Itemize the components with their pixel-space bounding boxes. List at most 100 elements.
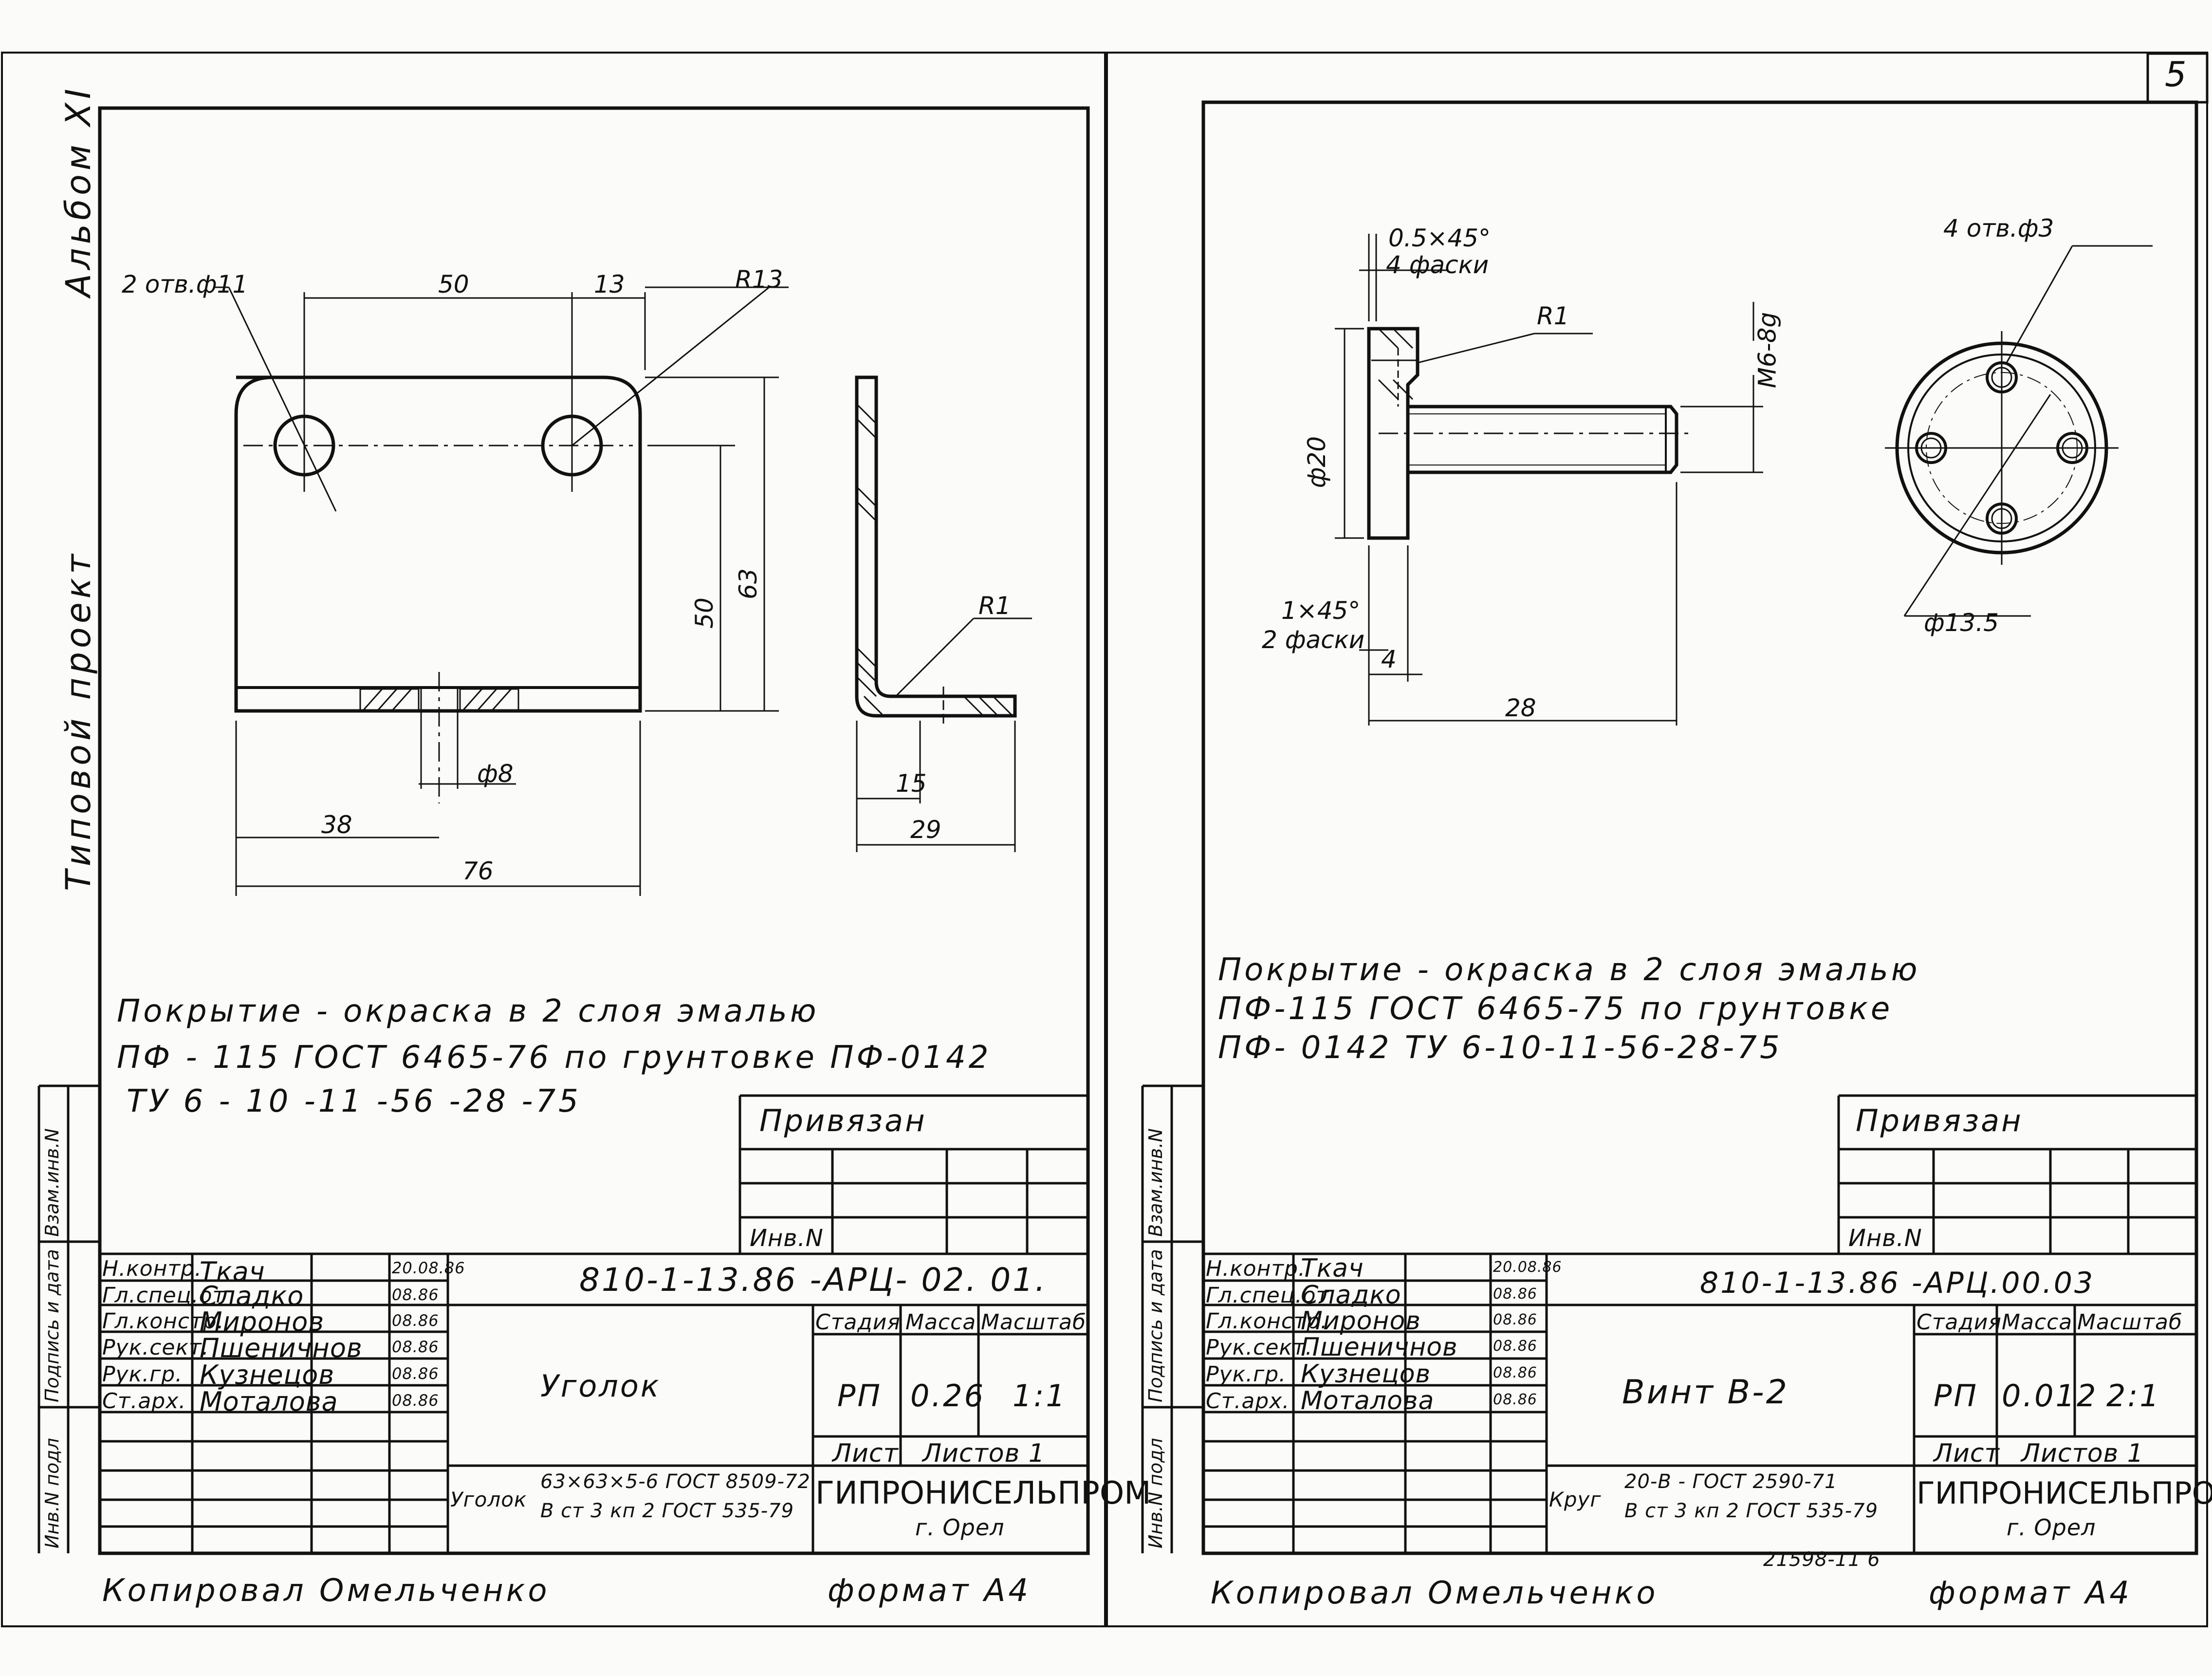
staff-date-2-right: 08.86 — [1493, 1311, 1537, 1328]
staff-name-1-right: Сладко — [1301, 1281, 1401, 1310]
list-label-right: Лист — [1934, 1439, 2000, 1468]
staff-date-5: 08.86 — [392, 1391, 439, 1410]
material-prefix-right: Круг — [1549, 1488, 1602, 1511]
album-label: Альбом XI — [58, 85, 98, 297]
inv-n-label: Инв.N — [750, 1225, 824, 1252]
staff-role-3-right: Рук.сект. — [1206, 1335, 1313, 1360]
dim-13: 13 — [594, 270, 625, 298]
col-stadia: Стадия — [815, 1310, 901, 1335]
left-drawing-sheet: Альбом XI Типовой проект Инв.N подл Подп… — [1, 52, 1151, 1627]
right-sheet-lines — [1106, 52, 2209, 1627]
document-code: 810-1-13.86 -АРЦ- 02. 01. — [579, 1261, 1048, 1299]
vzam-label-right: Взам.инв.N — [1145, 1128, 1166, 1237]
dim-chamfer-top: 0.5×45° — [1388, 224, 1491, 252]
staff-name-5-right: Моталова — [1301, 1386, 1435, 1415]
city-right: г. Орел — [2007, 1514, 2096, 1541]
dim-phi8: ф8 — [477, 760, 514, 788]
massa-value-right: 0.012 — [2002, 1378, 2098, 1414]
staff-role-0: Н.контр. — [102, 1256, 202, 1281]
right-drawing-sheet: 5 Инв.N подл Подпись и дата Взам.инв.N 0… — [1106, 0, 2212, 1676]
staff-role-0-right: Н.контр. — [1206, 1256, 1306, 1281]
coating-note-line-2: ПФ - 115 ГОСТ 6465-76 по грунтовке ПФ-01… — [117, 1040, 992, 1076]
coating-note-line-1: Покрытие - окраска в 2 слоя эмалью — [117, 993, 819, 1029]
staff-name-5: Моталова — [200, 1386, 338, 1417]
dim-4: 4 — [1381, 645, 1397, 673]
dim-50-vert: 50 — [690, 597, 719, 629]
staff-role-3: Рук.сект. — [102, 1335, 209, 1360]
staff-name-3: Пшеничнов — [200, 1333, 363, 1363]
dim-38: 38 — [321, 811, 352, 839]
listov-label: Листов 1 — [922, 1439, 1045, 1468]
vzam-label: Взам.инв.N — [41, 1128, 63, 1237]
staff-name-3-right: Пшеничнов — [1301, 1333, 1458, 1362]
staff-date-5-right: 08.86 — [1493, 1391, 1537, 1408]
stadia-value: РП — [837, 1378, 883, 1414]
material-bottom: В ст 3 кп 2 ГОСТ 535-79 — [540, 1500, 794, 1522]
inv-podl-label-right: Инв.N подл — [1145, 1438, 1166, 1548]
staff-role-4: Рук.гр. — [102, 1362, 183, 1387]
staff-name-1: Сладко — [200, 1281, 304, 1311]
copied-by: Копировал Омельченко — [102, 1573, 550, 1609]
staff-name-2-right: Миронов — [1301, 1306, 1421, 1336]
dim-r1: R1 — [978, 592, 1011, 620]
copied-by-right: Копировал Омельченко — [1211, 1575, 1659, 1611]
col-massa: Масса — [905, 1310, 977, 1335]
dim-28: 28 — [1505, 694, 1536, 722]
staff-date-0: 20.08.86 — [392, 1259, 465, 1277]
staff-date-4: 08.86 — [392, 1364, 439, 1383]
staff-role-1: Гл.спец.от — [102, 1283, 226, 1308]
staff-name-2: Миронов — [200, 1306, 325, 1337]
coating-note-line-2-right: ПФ-115 ГОСТ 6465-75 по грунтовке — [1218, 991, 1893, 1027]
privyazan-label: Привязан — [759, 1103, 927, 1138]
inv-n-label-right: Инв.N — [1848, 1225, 1922, 1252]
mashtab-value-right: 2:1 — [2106, 1378, 2161, 1414]
privyazan-label-right: Привязан — [1856, 1103, 2023, 1138]
dim-50-top: 50 — [438, 270, 469, 298]
podpis-label-right: Подпись и дата — [1145, 1249, 1166, 1402]
col-mashtab-right: Масштаб — [2077, 1310, 2183, 1335]
staff-date-3-right: 08.86 — [1493, 1338, 1537, 1355]
coating-note-line-1-right: Покрытие - окраска в 2 слоя эмалью — [1218, 952, 1920, 988]
staff-role-4-right: Рук.гр. — [1206, 1362, 1287, 1387]
staff-role-5: Ст.арх. — [102, 1389, 186, 1414]
dim-chamfer-bottom: 1×45° — [1281, 596, 1361, 625]
col-stadia-right: Стадия — [1917, 1310, 2002, 1335]
archive-number: 21598-11 6 — [1763, 1548, 1880, 1571]
dim-holes: 2 отв.ф11 — [122, 270, 248, 298]
listov-label-right: Листов 1 — [2021, 1439, 2144, 1468]
city: г. Орел — [915, 1514, 1005, 1541]
staff-name-4: Кузнецов — [200, 1359, 335, 1390]
dim-76: 76 — [462, 857, 494, 885]
dim-phi13-5: ф13.5 — [1924, 609, 1999, 637]
staff-role-2: Гл.констр. — [102, 1309, 224, 1334]
dim-r1: R1 — [1537, 302, 1569, 330]
page-number: 5 — [2165, 55, 2187, 94]
staff-role-1-right: Гл.спец.от — [1206, 1283, 1329, 1308]
dim-thread: M6-8g — [1753, 312, 1782, 389]
dim-holes-4: 4 отв.ф3 — [1943, 214, 2054, 242]
left-sheet-lines — [1, 52, 1106, 1627]
staff-date-3: 08.86 — [392, 1338, 439, 1356]
material-top: 63×63×5-6 ГОСТ 8509-72 — [540, 1471, 811, 1493]
organization-right: ГИПРОНИСЕЛЬПРОМ — [1917, 1475, 2212, 1511]
staff-date-1: 08.86 — [392, 1285, 439, 1304]
staff-name-4-right: Кузнецов — [1301, 1359, 1431, 1389]
massa-value: 0.26 — [910, 1378, 986, 1414]
inv-podl-label: Инв.N подл — [41, 1438, 63, 1548]
organization: ГИПРОНИСЕЛЬПРОМ — [815, 1475, 1151, 1511]
dim-r13: R13 — [735, 265, 783, 294]
document-code-right: 810-1-13.86 -АРЦ.00.03 — [1700, 1266, 2095, 1300]
dim-phi20: ф20 — [1303, 436, 1331, 488]
col-mashtab: Масштаб — [981, 1310, 1087, 1335]
staff-role-5-right: Ст.арх. — [1206, 1389, 1290, 1414]
staff-name-0: Ткач — [200, 1256, 265, 1287]
material-prefix: Уголок — [450, 1488, 527, 1511]
podpis-label: Подпись и дата — [41, 1249, 63, 1402]
dim-15: 15 — [896, 769, 927, 798]
staff-date-4-right: 08.86 — [1493, 1364, 1537, 1381]
staff-date-0-right: 20.08.86 — [1493, 1259, 1562, 1276]
project-label: Типовой проект — [58, 550, 98, 891]
coating-note-line-3: ТУ 6 - 10 -11 -56 -28 -75 — [127, 1083, 581, 1119]
dim-chamfer-bottom-count: 2 фаски — [1262, 626, 1365, 654]
mashtab-value: 1:1 — [1013, 1378, 1067, 1414]
